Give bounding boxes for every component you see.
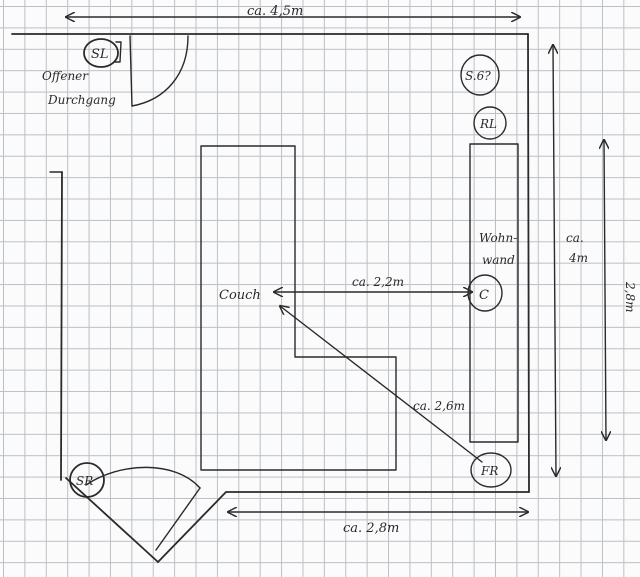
label-bottom-width: ca. 2,8m: [343, 521, 399, 536]
speaker-sl-label: SL: [91, 47, 109, 62]
label-open-passage-line1: Offener: [42, 69, 89, 83]
couch: [200, 145, 397, 471]
speaker-sr-label: SR: [76, 474, 93, 488]
speaker-sr-marker: [69, 462, 105, 498]
label-open-passage-line2: Durchgang: [47, 93, 116, 107]
room-bottom-left-diagonal: [65, 477, 159, 563]
label-top-width: ca. 4,5m: [247, 4, 303, 19]
label-right-height-line1: ca.: [566, 231, 584, 245]
door-leaf-bottom: [155, 487, 201, 551]
speaker-sub-marker: [460, 54, 500, 96]
speaker-rl-label: RL: [479, 117, 497, 131]
speaker-fr-label: FR: [480, 464, 498, 478]
label-right-height-line2: 4m: [568, 251, 588, 265]
room-bottom-wall: [157, 491, 530, 563]
speaker-c-label: C: [479, 288, 489, 303]
label-couch: Couch: [219, 288, 261, 303]
room-left-wall: [60, 171, 63, 481]
door-swing-arc-bottom: [85, 466, 201, 489]
speaker-sub-label: S.6?: [465, 69, 491, 83]
label-side-height: 2,8m: [623, 281, 637, 312]
label-diagonal: ca. 2,6m: [413, 399, 465, 413]
speaker-sl-marker: [83, 38, 119, 68]
speaker-fr-marker: [470, 452, 512, 488]
label-wall-unit-line2: wand: [482, 253, 515, 267]
door-swing-arc: [131, 35, 189, 107]
room-right-wall: [527, 33, 530, 493]
label-wall-unit-line1: Wohn-: [479, 231, 517, 245]
dimension-diagonal: [280, 306, 483, 463]
wall-unit: [469, 143, 519, 443]
speaker-sl-tick: [114, 41, 122, 63]
speaker-rl-marker: [473, 106, 507, 140]
dimension-right-height: [553, 45, 556, 476]
speaker-c-marker: [467, 274, 503, 312]
door-frame: [129, 35, 133, 107]
dimension-side-height: [604, 140, 606, 440]
label-couch-to-c: ca. 2,2m: [352, 275, 404, 289]
